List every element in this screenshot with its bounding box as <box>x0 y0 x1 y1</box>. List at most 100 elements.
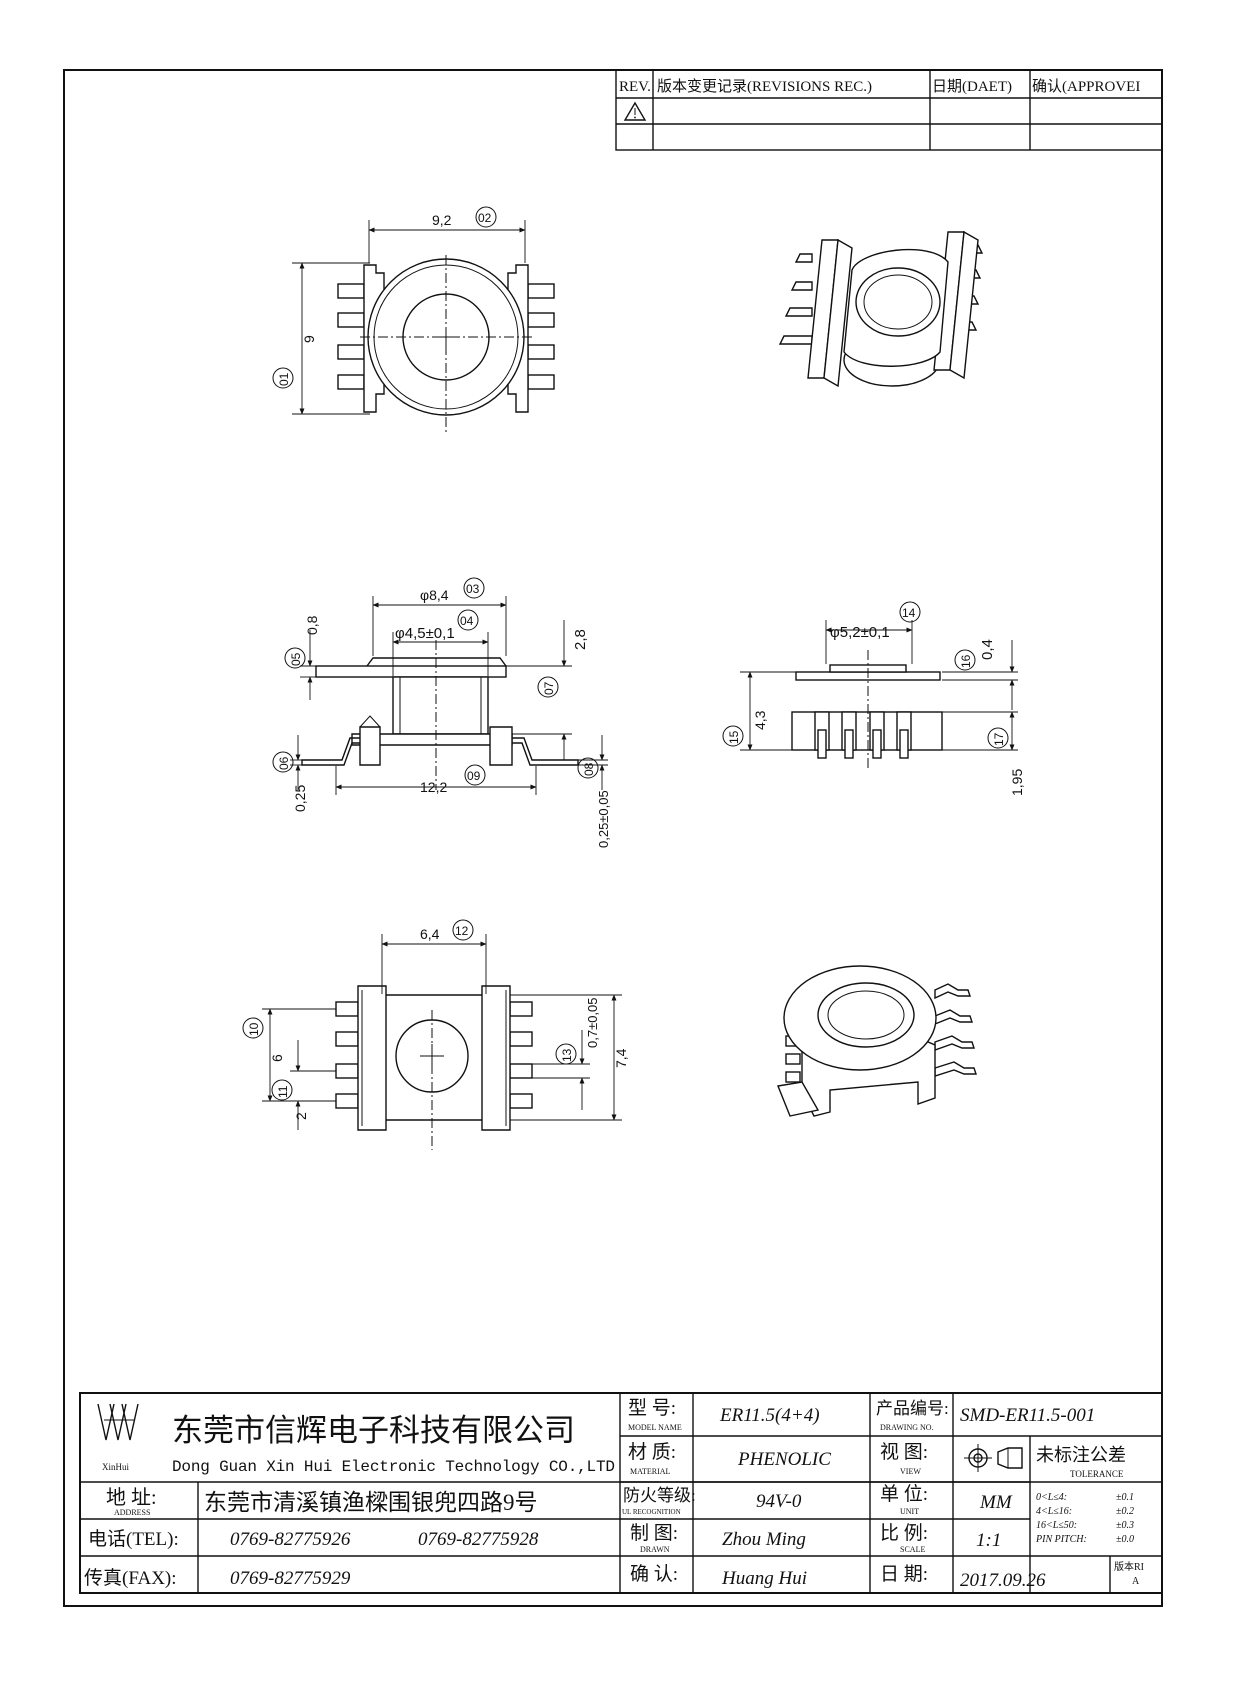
drawing-no-label: 产品编号: <box>876 1399 949 1418</box>
projection-symbol-icon <box>964 1444 1023 1472</box>
dim-15-tag: 15 <box>727 730 741 744</box>
dim-13b-value: 7,4 <box>613 1048 629 1068</box>
dim-03-tag: 03 <box>466 582 480 596</box>
dim-06-value: 0,25 <box>292 785 308 812</box>
drawing-frame <box>63 69 1163 1607</box>
tol-value-1: ±0.2 <box>1116 1506 1134 1517</box>
logo-text: XinHui <box>102 1462 129 1472</box>
scale-label: 比 例: <box>880 1522 928 1544</box>
fax-value: 0769-82775929 <box>230 1568 351 1589</box>
dim-06-tag: 06 <box>277 756 291 770</box>
tel-label: 电话(TEL): <box>88 1528 179 1550</box>
tolerance-label: 未标注公差 <box>1036 1445 1126 1465</box>
view-label-en: VIEW <box>900 1467 921 1476</box>
dim-15-value: 4,3 <box>752 710 768 730</box>
approve-label: 确 认: <box>630 1563 678 1585</box>
company-name-en: Dong Guan Xin Hui Electronic Technology … <box>172 1458 615 1476</box>
scale-value: 1:1 <box>976 1530 1001 1551</box>
iso-view-bottom <box>777 965 977 1117</box>
dim-04-value: φ4,5±0,1 <box>395 625 455 642</box>
dim-10-value: 6 <box>269 1054 285 1062</box>
dim-02-value: 9,2 <box>432 212 452 228</box>
dim-13-value: 0,7±0,05 <box>585 997 600 1048</box>
model-value: ER11.5(4+4) <box>719 1405 820 1426</box>
material-label-en: MATERIAL <box>630 1467 671 1476</box>
tol-range-1: 4<L≤16: <box>1036 1506 1072 1517</box>
dim-09-tag: 09 <box>467 769 481 783</box>
fax-label: 传真(FAX): <box>84 1567 177 1589</box>
approve-value: Huang Hui <box>721 1568 807 1589</box>
tol-range-0: 0<L≤4: <box>1036 1492 1067 1503</box>
dim-07-tag: 07 <box>542 681 556 695</box>
company-logo: XinHui <box>97 1403 139 1472</box>
model-label-en: MODEL NAME <box>628 1423 682 1432</box>
dim-11-value: 2 <box>293 1112 309 1120</box>
dim-14-value: φ5,2±0,1 <box>830 624 890 641</box>
tel-1: 0769-82775926 <box>230 1529 351 1550</box>
dim-08-tag: 08 <box>582 762 596 776</box>
side-view: φ8,4 03 φ4,5±0,1 04 0,8 05 2,8 07 0,25 0… <box>272 577 611 848</box>
unit-value: MM <box>979 1492 1013 1513</box>
dim-17-value: 1,95 <box>1009 769 1025 796</box>
ul-label: 防火等级: <box>623 1486 696 1505</box>
tol-range-2: 16<L≤50: <box>1036 1520 1077 1531</box>
tol-value-2: ±0.3 <box>1116 1520 1134 1531</box>
material-value: PHENOLIC <box>737 1449 831 1470</box>
revision-table: REV. 版本变更记录(REVISIONS REC.) 日期(DAET) 确认(… <box>615 69 1163 151</box>
drawn-value: Zhou Ming <box>722 1529 806 1550</box>
tolerance-label-en: TOLERANCE <box>1070 1469 1124 1479</box>
address-label-en: ADDRESS <box>114 1508 150 1517</box>
dim-05-value: 0,8 <box>304 615 320 635</box>
rev-header: REV. <box>619 79 651 95</box>
tel-2: 0769-82775928 <box>418 1529 539 1550</box>
ul-label-en: UL RECOGNITION <box>622 1508 681 1516</box>
warning-triangle-icon <box>623 101 647 121</box>
dim-16-tag: 16 <box>959 654 973 668</box>
dim-12-tag: 12 <box>455 924 469 938</box>
dim-01-tag: 01 <box>277 372 291 386</box>
drawn-label: 制 图: <box>630 1522 678 1544</box>
dim-11-tag: 11 <box>276 1085 290 1098</box>
version-value: A <box>1132 1576 1140 1587</box>
dim-09-value: 12,2 <box>420 779 447 795</box>
dim-07-value: 2,8 <box>572 629 589 650</box>
address-value: 东莞市清溪镇渔樑围银兜四路9号 <box>204 1490 538 1515</box>
bottom-view: 6,4 12 6 10 2 11 0,7±0,05 13 7,4 <box>242 919 629 1150</box>
dim-16-value: 0,4 <box>979 639 996 660</box>
revisions-header: 版本变更记录(REVISIONS REC.) <box>657 78 872 95</box>
top-view: 9,2 02 9 01 <box>272 206 555 435</box>
dim-05-tag: 05 <box>289 652 303 666</box>
front-view: φ5,2±0,1 14 0,4 16 4,3 15 1,95 17 <box>722 601 1025 796</box>
tol-value-0: ±0.1 <box>1116 1492 1134 1503</box>
dim-10-tag: 10 <box>247 1022 261 1036</box>
date-value: 2017.09.26 <box>960 1570 1046 1591</box>
dim-12-value: 6,4 <box>420 926 440 942</box>
approve-header: 确认(APPROVEI <box>1032 78 1140 95</box>
material-label: 材 质: <box>628 1441 676 1463</box>
company-name-cn: 东莞市信辉电子科技有限公司 <box>172 1413 575 1448</box>
dim-17-tag: 17 <box>992 732 1006 746</box>
ul-value: 94V-0 <box>756 1491 802 1512</box>
iso-view-top <box>778 230 984 388</box>
dim-01-value: 9 <box>301 335 317 343</box>
tol-value-3: ±0.0 <box>1116 1534 1134 1545</box>
title-block: XinHui 东莞市信辉电子科技有限公司 Dong Guan Xin Hui E… <box>79 1392 1163 1594</box>
model-label: 型 号: <box>628 1397 676 1419</box>
dim-08-value: 0,25±0,05 <box>596 790 611 848</box>
dim-03-value: φ8,4 <box>420 587 449 603</box>
drawn-label-en: DRAWN <box>640 1545 670 1554</box>
view-label: 视 图: <box>880 1441 928 1463</box>
drawing-no-label-en: DRAWING NO. <box>880 1423 934 1432</box>
dim-13-tag: 13 <box>560 1048 574 1062</box>
dim-02-tag: 02 <box>478 211 492 225</box>
dim-04-tag: 04 <box>460 614 474 628</box>
scale-label-en: SCALE <box>900 1545 925 1554</box>
version-label: 版本RI <box>1114 1560 1144 1573</box>
unit-label-en: UNIT <box>900 1507 919 1516</box>
dim-14-tag: 14 <box>902 606 916 620</box>
unit-label: 单 位: <box>880 1483 928 1505</box>
address-label: 地 址: <box>106 1486 157 1509</box>
date-label: 日 期: <box>880 1563 928 1585</box>
tol-range-3: PIN PITCH: <box>1035 1534 1087 1545</box>
tolerance-table: 0<L≤4: ±0.1 4<L≤16: ±0.2 16<L≤50: ±0.3 P… <box>1035 1492 1134 1545</box>
